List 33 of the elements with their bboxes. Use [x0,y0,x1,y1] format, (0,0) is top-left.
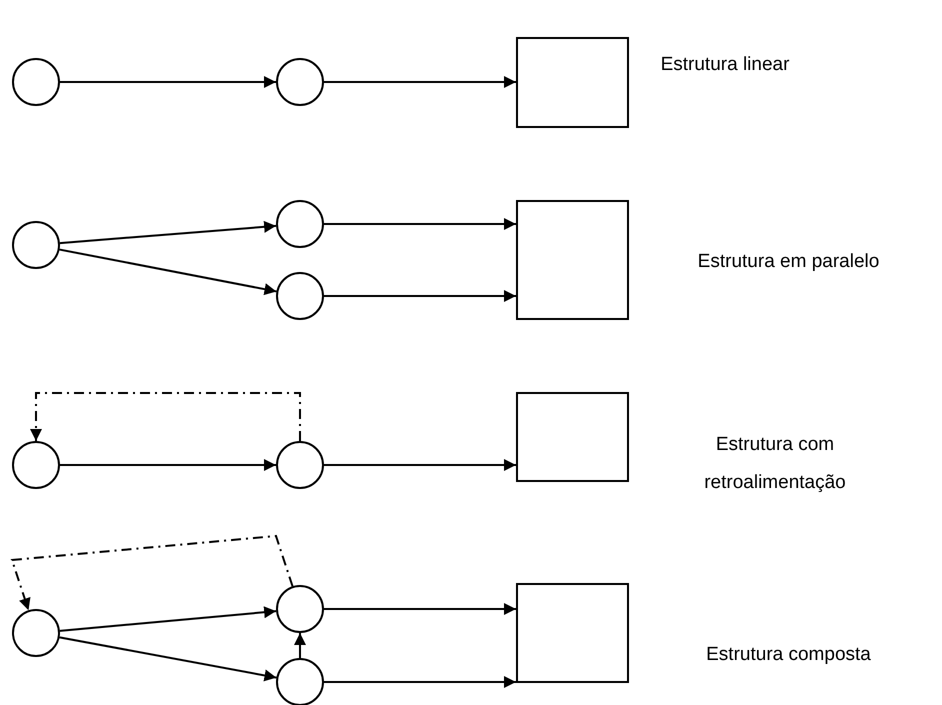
circle-node [276,441,324,489]
structure-label: Estrutura linear [660,53,790,77]
structure-label: Estrutura com retroalimentação [703,433,847,495]
circle-node [12,441,60,489]
circle-node [12,58,60,106]
arrow [324,290,516,302]
circle-node [276,658,324,705]
arrow [324,676,516,688]
arrow [324,76,516,88]
circle-node [276,585,324,633]
arrow [294,633,306,658]
arrow [60,606,276,632]
dash-dot-arrow [30,392,301,441]
circle-node [12,609,60,657]
arrow [60,76,276,88]
square-box [516,200,629,320]
arrow [59,248,277,296]
circle-node [276,272,324,320]
dash-dot-arrow [10,534,294,611]
square-box [516,583,629,683]
structure-label: Estrutura em paralelo [696,250,880,274]
arrow [324,603,516,615]
circle-node [276,200,324,248]
arrow [324,459,516,471]
arrow [60,459,276,471]
structure-label: Estrutura composta [705,643,872,667]
square-box [516,37,629,128]
square-box [516,392,629,482]
arrow [59,636,277,682]
arrow [60,220,276,244]
arrow [324,218,516,230]
circle-node [276,58,324,106]
circle-node [12,221,60,269]
